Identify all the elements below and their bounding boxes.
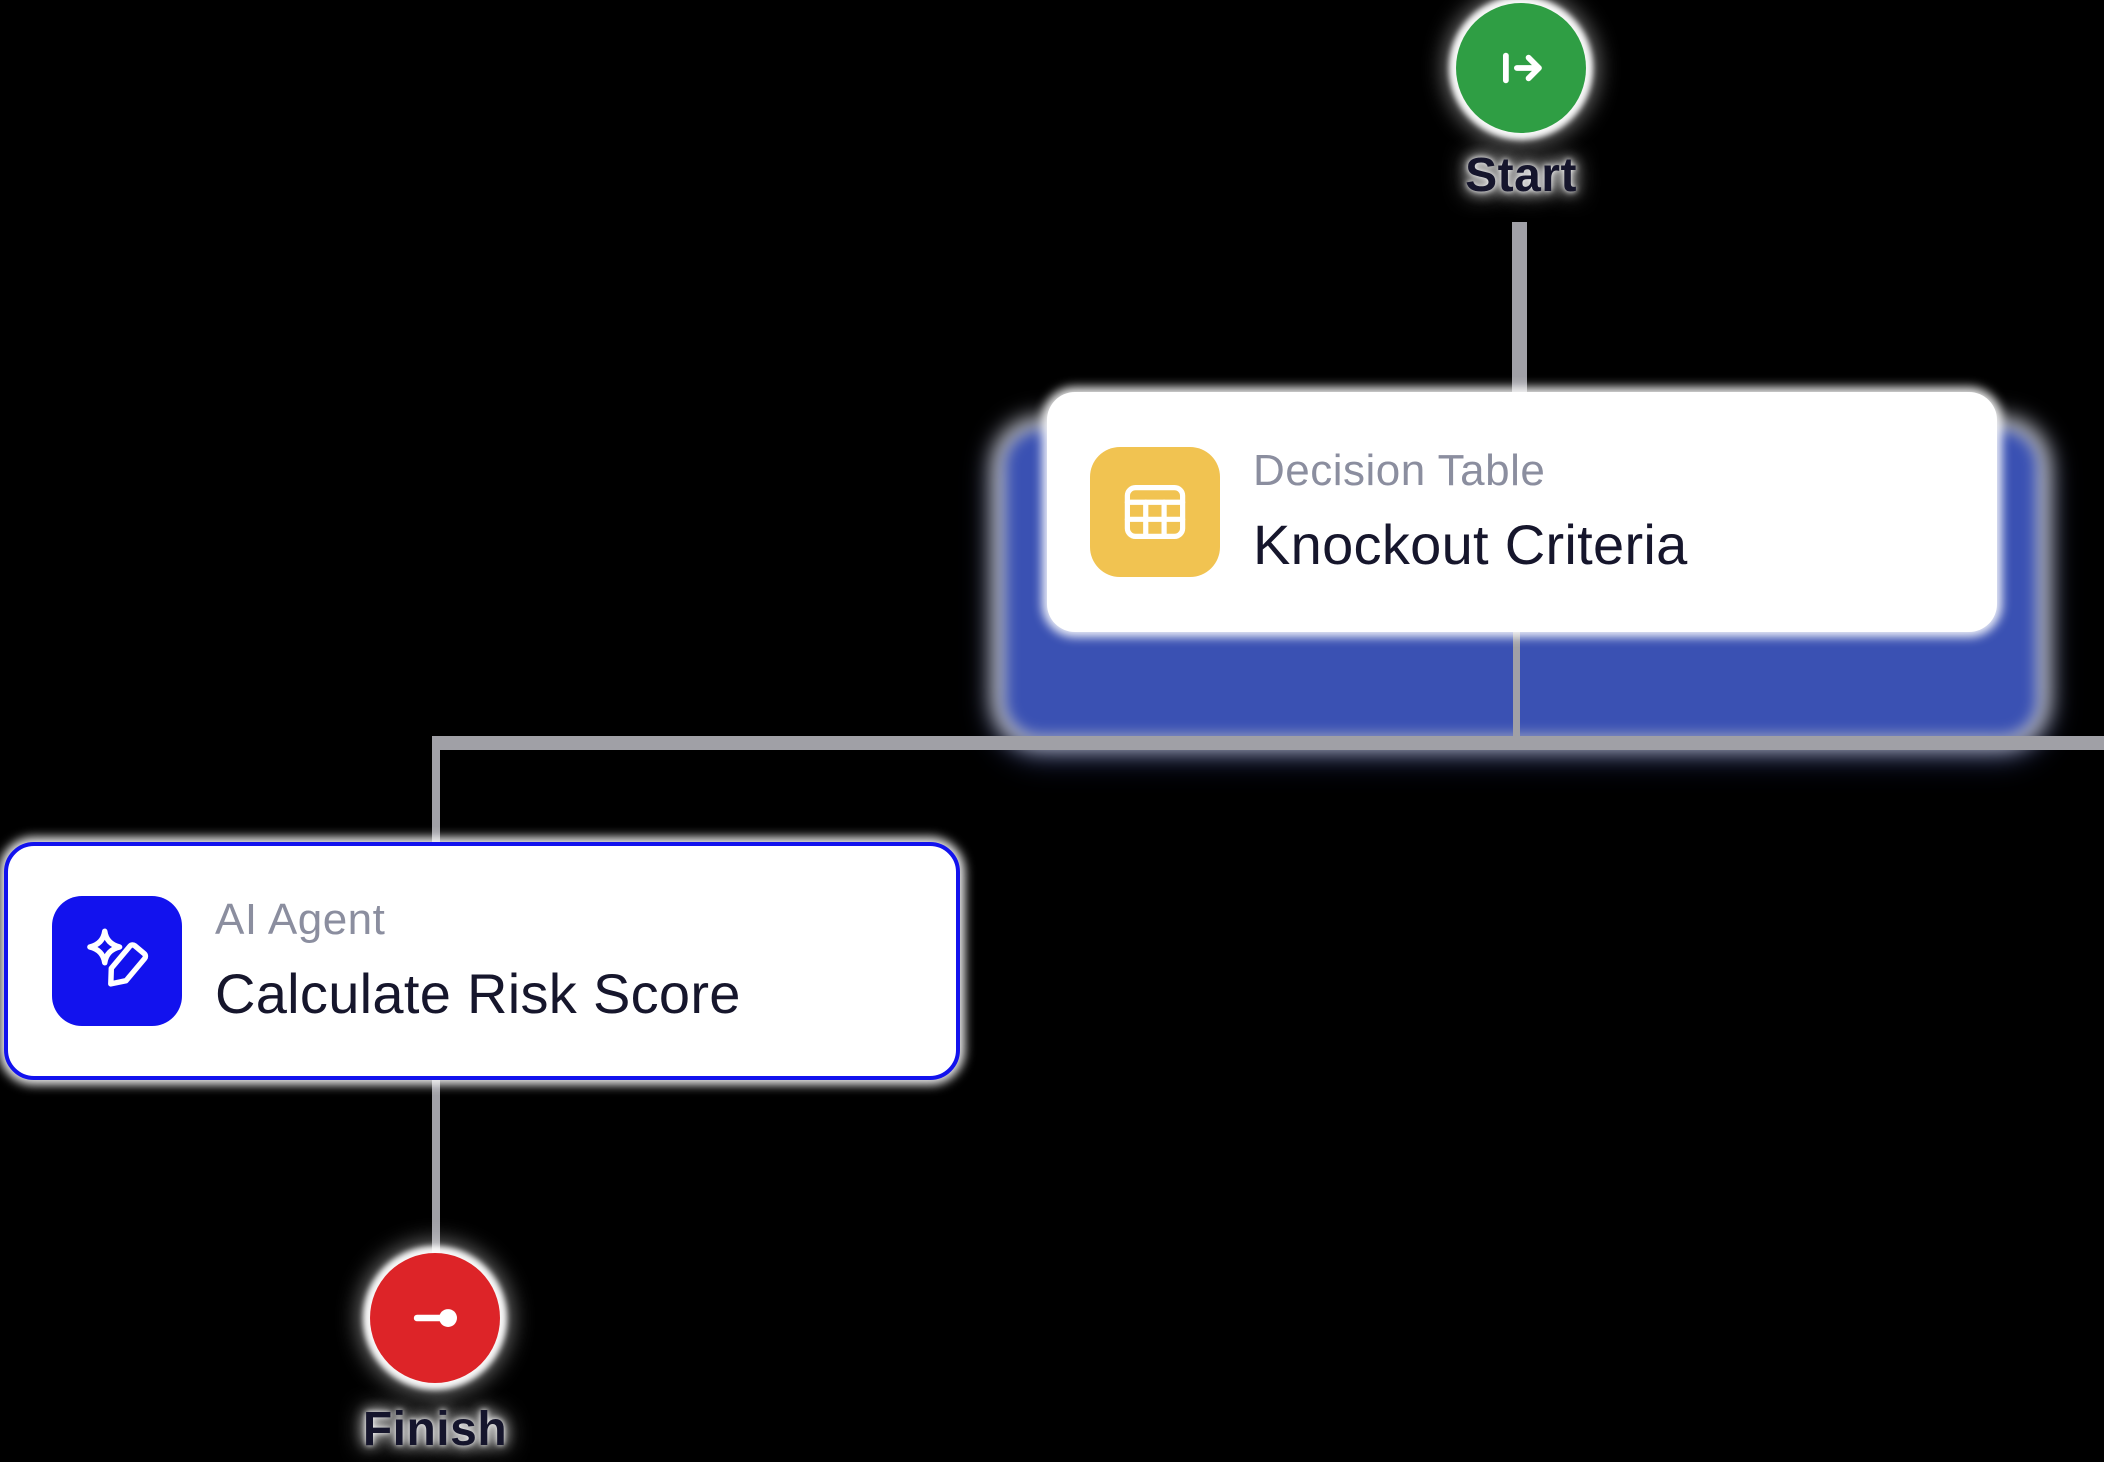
ai-agent-card-title: Calculate Risk Score bbox=[215, 961, 741, 1025]
edge-decision-to-branch bbox=[1513, 630, 1520, 740]
decision-card-type-label: Decision Table bbox=[1253, 446, 1546, 496]
finish-node-label: Finish bbox=[362, 1403, 508, 1456]
edge-branch-to-ai-agent bbox=[432, 736, 440, 844]
start-arrow-icon bbox=[1488, 35, 1554, 101]
start-node[interactable] bbox=[1456, 3, 1586, 133]
ai-agent-card[interactable]: AI Agent Calculate Risk Score bbox=[4, 842, 960, 1080]
start-node-label: Start bbox=[1465, 149, 1577, 202]
edge-ai-agent-to-finish bbox=[432, 1076, 440, 1254]
sparkle-pencil-icon bbox=[52, 896, 182, 1026]
decision-card-title: Knockout Criteria bbox=[1253, 512, 1688, 576]
decision-table-card[interactable]: Decision Table Knockout Criteria bbox=[1047, 392, 1997, 632]
edge-start-to-decision bbox=[1512, 222, 1527, 394]
ai-agent-card-type-label: AI Agent bbox=[215, 895, 386, 945]
finish-node[interactable] bbox=[370, 1253, 500, 1383]
edge-branch-horizontal bbox=[432, 736, 2104, 750]
table-icon bbox=[1090, 447, 1220, 577]
finish-dot-icon bbox=[402, 1285, 468, 1351]
